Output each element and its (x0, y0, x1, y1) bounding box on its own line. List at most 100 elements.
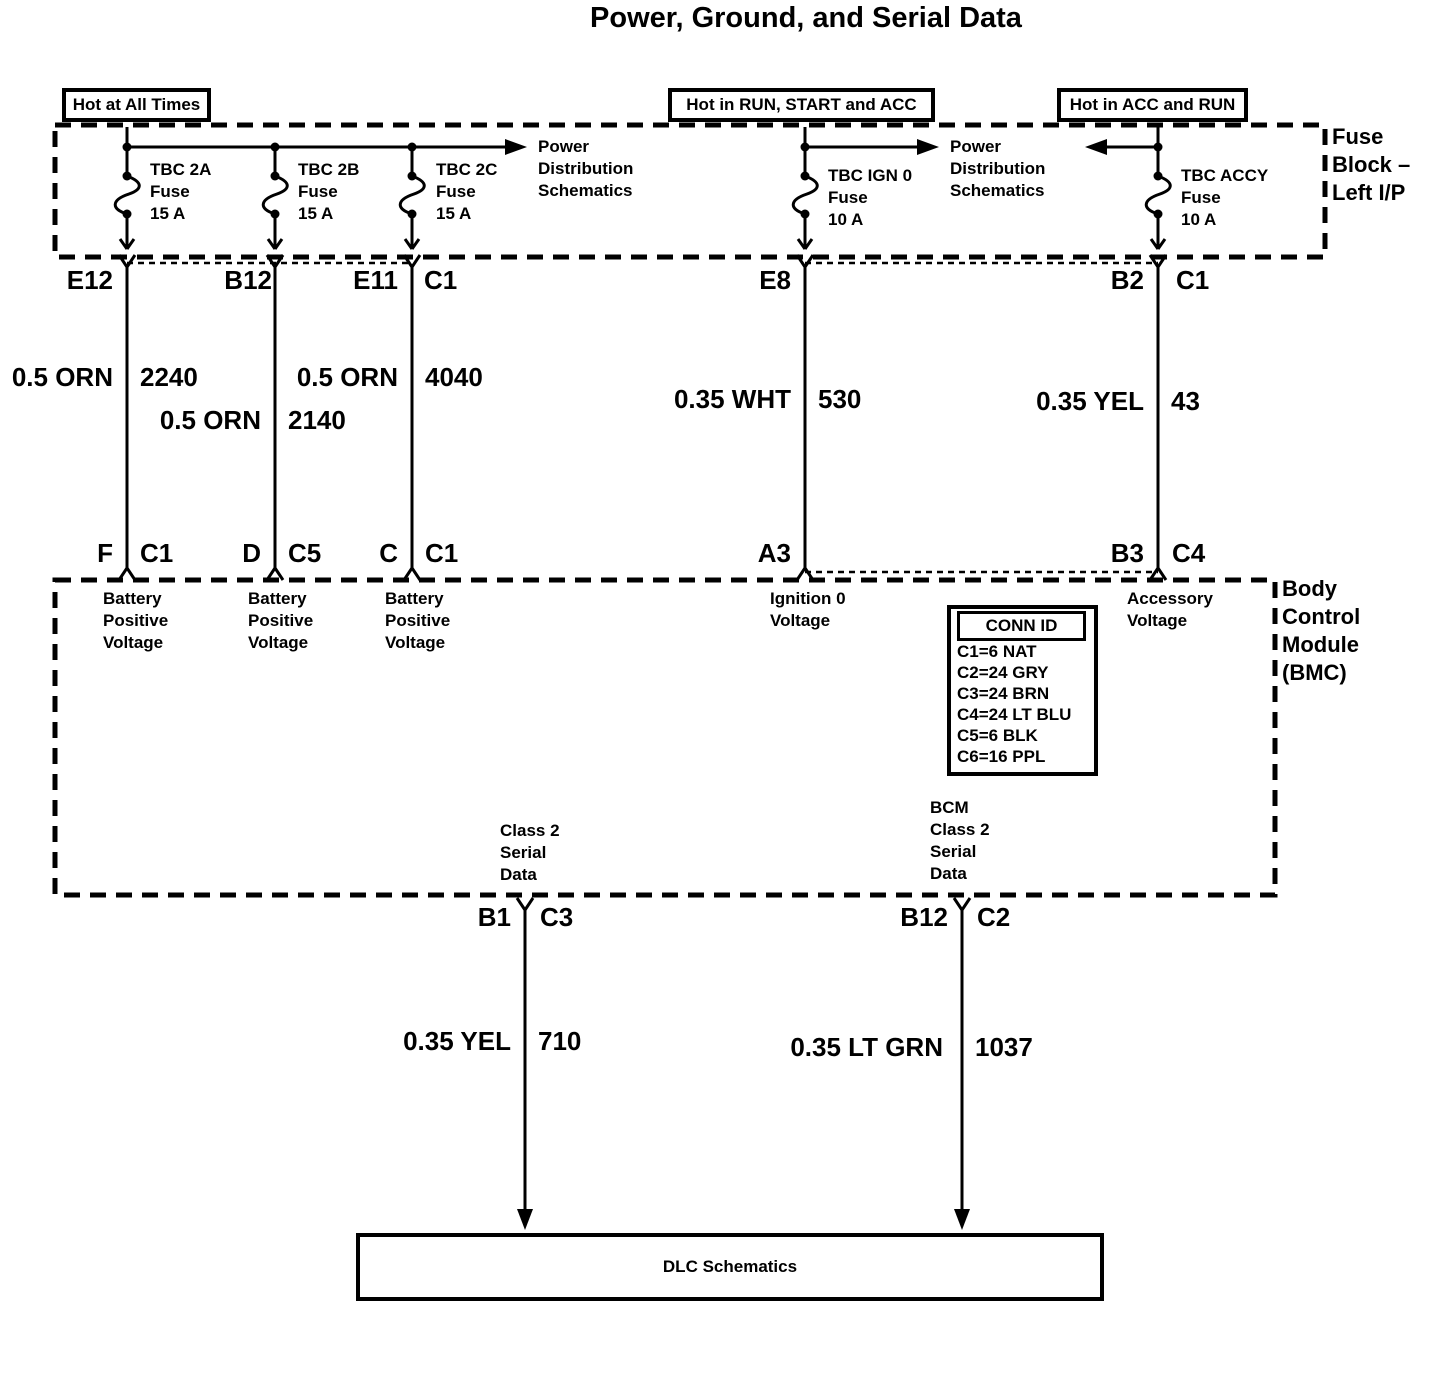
power-distribution-label-mid: Power Distribution Schematics (950, 136, 1045, 202)
pin-a3: A3 (757, 538, 791, 568)
fuse-name: TBC ACCY (1181, 166, 1269, 185)
label-line: Data (500, 865, 537, 884)
wire-4040-circuit: 4040 (425, 362, 483, 392)
battery-positive-voltage-label-3: Battery Positive Voltage (385, 588, 450, 654)
banner-hot-in-run-start-acc: Hot in RUN, START and ACC (668, 88, 935, 122)
conn-id-header-label: CONN ID (985, 616, 1058, 635)
page-title: Power, Ground, and Serial Data (590, 2, 1022, 34)
battery-positive-voltage-label-2: Battery Positive Voltage (248, 588, 313, 654)
wire-710-circuit: 710 (538, 1026, 582, 1056)
wire-end-arrows (118, 238, 1167, 250)
bcm-name-line2: Control (1282, 604, 1361, 629)
pin-e8: E8 (759, 265, 791, 295)
fuse-name: TBC IGN 0 (828, 166, 913, 185)
fuse-type: Fuse (1181, 188, 1221, 207)
pin-c1-mid2: C1 (425, 538, 459, 568)
label-line: BCM (930, 798, 969, 817)
banner-hot-in-acc-and-run-label: Hot in ACC and RUN (1069, 95, 1236, 114)
bcm-top-connectors (117, 565, 1168, 581)
banner-hot-in-run-start-acc-label: Hot in RUN, START and ACC (686, 95, 917, 114)
fuse-type: Fuse (828, 188, 868, 207)
conn-id-row: C2=24 GRY (957, 663, 1049, 682)
pin-d: D (242, 538, 261, 568)
pin-f: F (97, 538, 113, 568)
label-line: Class 2 (930, 820, 990, 839)
power-dist-line1: Power (950, 137, 1002, 156)
bcm-class2-serial-data-label: BCM Class 2 Serial Data (930, 797, 990, 885)
label-line: Battery (248, 589, 307, 608)
pin-c: C (379, 538, 398, 568)
fuse-label-tbc2b: TBC 2B Fuse 15 A (298, 159, 359, 225)
wire-1037-color: 0.35 LT GRN (790, 1032, 943, 1062)
fuse-block-name-line3: Left I/P (1332, 180, 1406, 205)
pin-b3: B3 (1110, 538, 1144, 568)
fuse-feed-lines (125, 147, 1160, 176)
bcm-bottom-connectors (515, 897, 972, 911)
label-line: Voltage (770, 611, 831, 630)
wire-4040-color: 0.5 ORN (296, 362, 398, 392)
label-line: Accessory (1127, 589, 1214, 608)
pin-c3: C3 (540, 902, 574, 932)
pin-c1-top: C1 (424, 265, 458, 295)
label-line: Battery (103, 589, 162, 608)
conn-id-row: C3=24 BRN (957, 684, 1050, 703)
label-line: Serial (930, 842, 977, 861)
pin-b12: B12 (224, 265, 272, 295)
dlc-schematics-box: DLC Schematics (356, 1233, 1104, 1301)
fuse-label-tbc-accy: TBC ACCY Fuse 10 A (1181, 165, 1268, 231)
bcm-name-line1: Body (1282, 576, 1337, 601)
pin-c1-top-right: C1 (1176, 265, 1210, 295)
conn-id-row: C5=6 BLK (957, 726, 1038, 745)
fuse-block-outline (52, 122, 1328, 260)
dlc-schematics-label: DLC Schematics (662, 1257, 798, 1276)
conn-id-row: C6=16 PPL (957, 747, 1046, 766)
wire-2240-circuit: 2240 (140, 362, 198, 392)
conn-id-row: C1=6 NAT (957, 642, 1037, 661)
wire-2140-circuit: 2140 (288, 405, 346, 435)
bcm-name: Body Control Module (BMC) (1282, 575, 1360, 687)
fuse-label-tbc2a: TBC 2A Fuse 15 A (150, 159, 211, 225)
bcm-feed-wires (125, 267, 1160, 568)
label-line: Positive (385, 611, 451, 630)
banner-hot-at-all-times-label: Hot at All Times (72, 95, 201, 114)
pin-e12: E12 (66, 265, 113, 295)
conn-id-rows: C1=6 NAT C2=24 GRY C3=24 BRN C4=24 LT BL… (957, 641, 1071, 767)
fuse-rating: 15 A (150, 204, 186, 223)
fuse-block-name: Fuse Block – Left I/P (1332, 123, 1410, 207)
label-line: Class 2 (500, 821, 560, 840)
wire-530-color: 0.35 WHT (673, 384, 791, 414)
label-line: Voltage (385, 633, 446, 652)
label-line: Voltage (103, 633, 164, 652)
bcm-name-line3: Module (1282, 632, 1359, 657)
fuse-block-name-line2: Block – (1332, 152, 1411, 177)
pin-c1-mid1: C1 (140, 538, 174, 568)
solid-arrowheads (505, 139, 1107, 1230)
conn-id-header: CONN ID (957, 611, 1086, 641)
battery-positive-voltage-label-1: Battery Positive Voltage (103, 588, 168, 654)
power-distribution-label-left: Power Distribution Schematics (538, 136, 633, 202)
wire-1037-circuit: 1037 (975, 1032, 1033, 1062)
fuse-type: Fuse (150, 182, 190, 201)
serial-data-wires (523, 910, 964, 1209)
conn-id-row: C4=24 LT BLU (957, 705, 1072, 724)
wire-2140-color: 0.5 ORN (159, 405, 261, 435)
fuse-name: TBC 2C (436, 160, 498, 179)
fuse-label-tbc-ign0: TBC IGN 0 Fuse 10 A (828, 165, 912, 231)
banner-hot-at-all-times: Hot at All Times (62, 88, 211, 122)
wire-710-color: 0.35 YEL (403, 1026, 511, 1056)
fuse-block-connectors (117, 254, 1168, 268)
pin-c2: C2 (977, 902, 1011, 932)
label-line: Serial (500, 843, 547, 862)
fuse-label-tbc2c: TBC 2C Fuse 15 A (436, 159, 497, 225)
pin-c5: C5 (288, 538, 322, 568)
bcm-name-line4: (BMC) (1282, 660, 1347, 685)
pin-c4: C4 (1172, 538, 1206, 568)
fuse-terminal-dots (122, 142, 1163, 219)
power-dist-line3: Schematics (538, 181, 633, 200)
pin-b2: B2 (1110, 265, 1144, 295)
ignition-0-voltage-label: Ignition 0 Voltage (770, 588, 846, 632)
fuse-name: TBC 2B (298, 160, 360, 179)
wire-530-circuit: 530 (818, 384, 862, 414)
